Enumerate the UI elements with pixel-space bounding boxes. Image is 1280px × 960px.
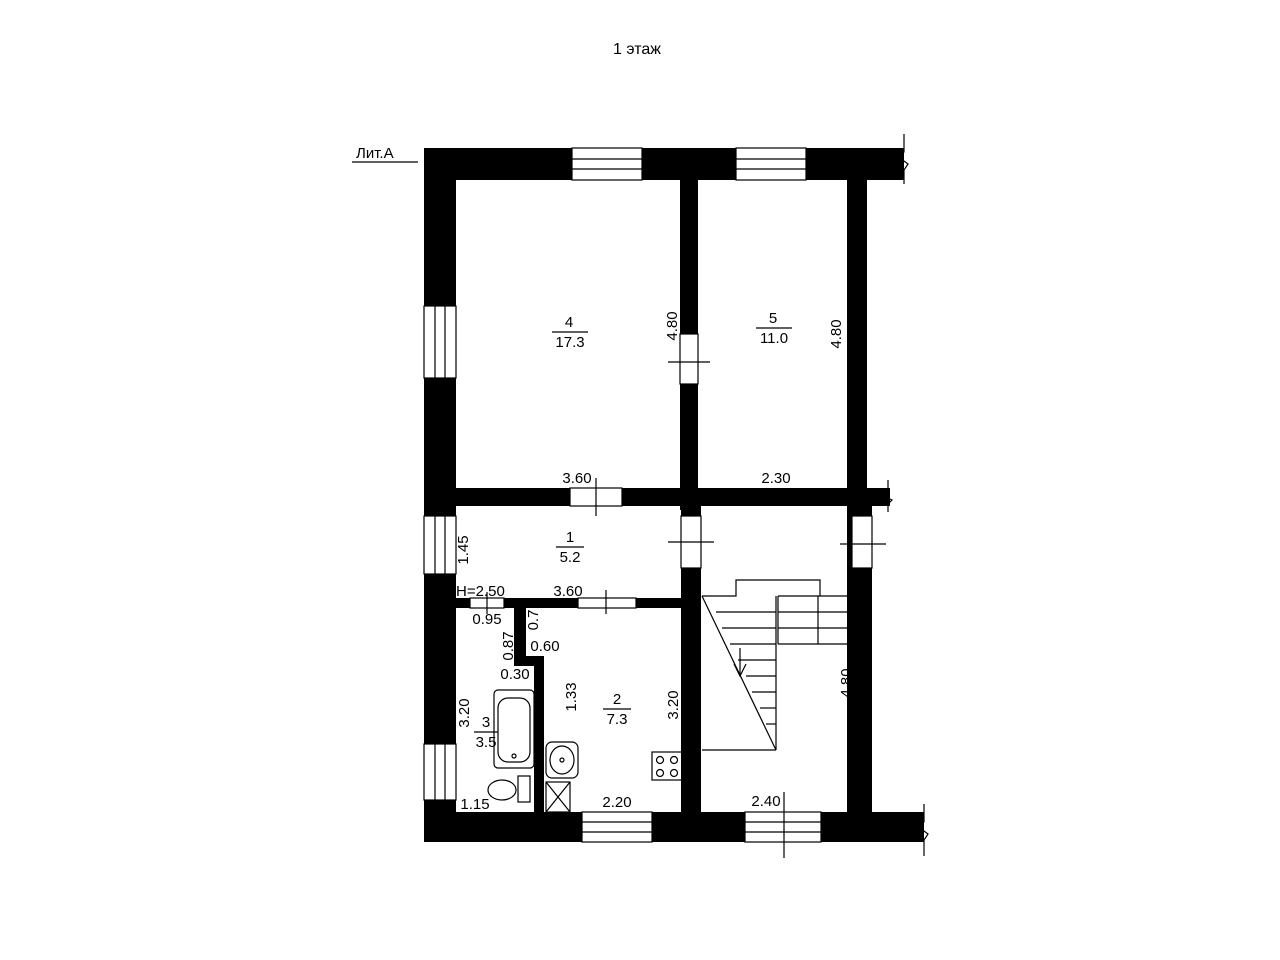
dim-step-07: 0.7 [525,610,542,631]
windows [423,147,822,843]
window-left-3 [423,743,457,801]
room-4-number: 4 [565,314,573,331]
dim-stair-height: 4.80 [838,668,855,697]
partition-hall-stairs [681,506,701,816]
window-top-1 [571,147,643,181]
height-note: H=2.50 [456,583,505,600]
room-4-label: 4 17.3 [552,314,588,351]
door-hall-kitchen [577,597,637,609]
window-left-2 [423,515,457,575]
bathroom-partition-step [514,656,540,666]
room-1-area: 5.2 [560,549,581,566]
dim-kitchen-width: 2.20 [602,794,631,811]
room-4-area: 17.3 [555,334,584,351]
building-label: Лит.А [356,145,394,162]
toilet-icon [487,775,531,803]
bathroom-partition-upper [514,606,526,666]
dim-bath-width: 1.15 [460,796,489,813]
dim-room5-width: 2.30 [761,470,790,487]
stove-icon [651,751,683,781]
dim-room4-height: 4.80 [664,311,681,340]
floor-title: 1 этаж [613,41,661,58]
room-5-label: 5 11.0 [756,310,792,347]
horizontal-partition [424,488,890,506]
dim-room4-width: 3.60 [562,470,591,487]
room-5-area: 11.0 [760,330,788,347]
cabinet-icon [545,781,571,813]
window-bottom-2 [744,811,822,843]
window-top-2 [735,147,807,181]
bathroom-partition-lower [534,656,544,816]
staircase [701,579,850,751]
door-room4-room5 [679,333,699,385]
room-2-label: 2 7.3 [603,691,631,728]
room-2-number: 2 [613,691,621,708]
room-3-label: 3 3.5 [474,714,498,751]
bathtub-icon [493,689,535,769]
dim-bath-top: 0.95 [472,611,501,628]
room-1-number: 1 [566,529,574,546]
dim-bath-height: 3.20 [456,698,473,727]
dim-hall-height: 1.45 [455,535,472,564]
dim-room5-height: 4.80 [828,319,845,348]
right-wall-bottom-segment [852,505,872,815]
door-stairs-right [851,515,873,569]
dim-kitchen-133: 1.33 [563,682,580,711]
dim-stair-width: 2.40 [751,793,780,810]
doors [469,333,886,858]
room-3-number: 3 [482,714,490,731]
sink-icon [545,741,579,779]
dim-step-030: 0.30 [500,666,529,683]
top-wall [424,148,904,180]
room-2-area: 7.3 [607,711,628,728]
dim-step-087: 0.87 [500,631,517,660]
window-bottom-1 [581,811,653,843]
bottom-wall [424,812,924,842]
break-marks [882,134,929,856]
room-3-area: 3.5 [476,734,497,751]
dim-hall-width: 3.60 [553,583,582,600]
room-5-number: 5 [769,310,777,327]
dimensions: 4.80 3.60 4.80 2.30 1.45 H=2.50 3.60 0.9… [455,311,855,813]
partition-hall-kitchen [456,598,681,608]
dim-step-060: 0.60 [530,638,559,655]
window-left-1 [423,305,457,379]
stair-arrow-icon [733,663,747,678]
room-1-label: 1 5.2 [556,529,584,566]
dim-kitchen-height: 3.20 [665,690,682,719]
